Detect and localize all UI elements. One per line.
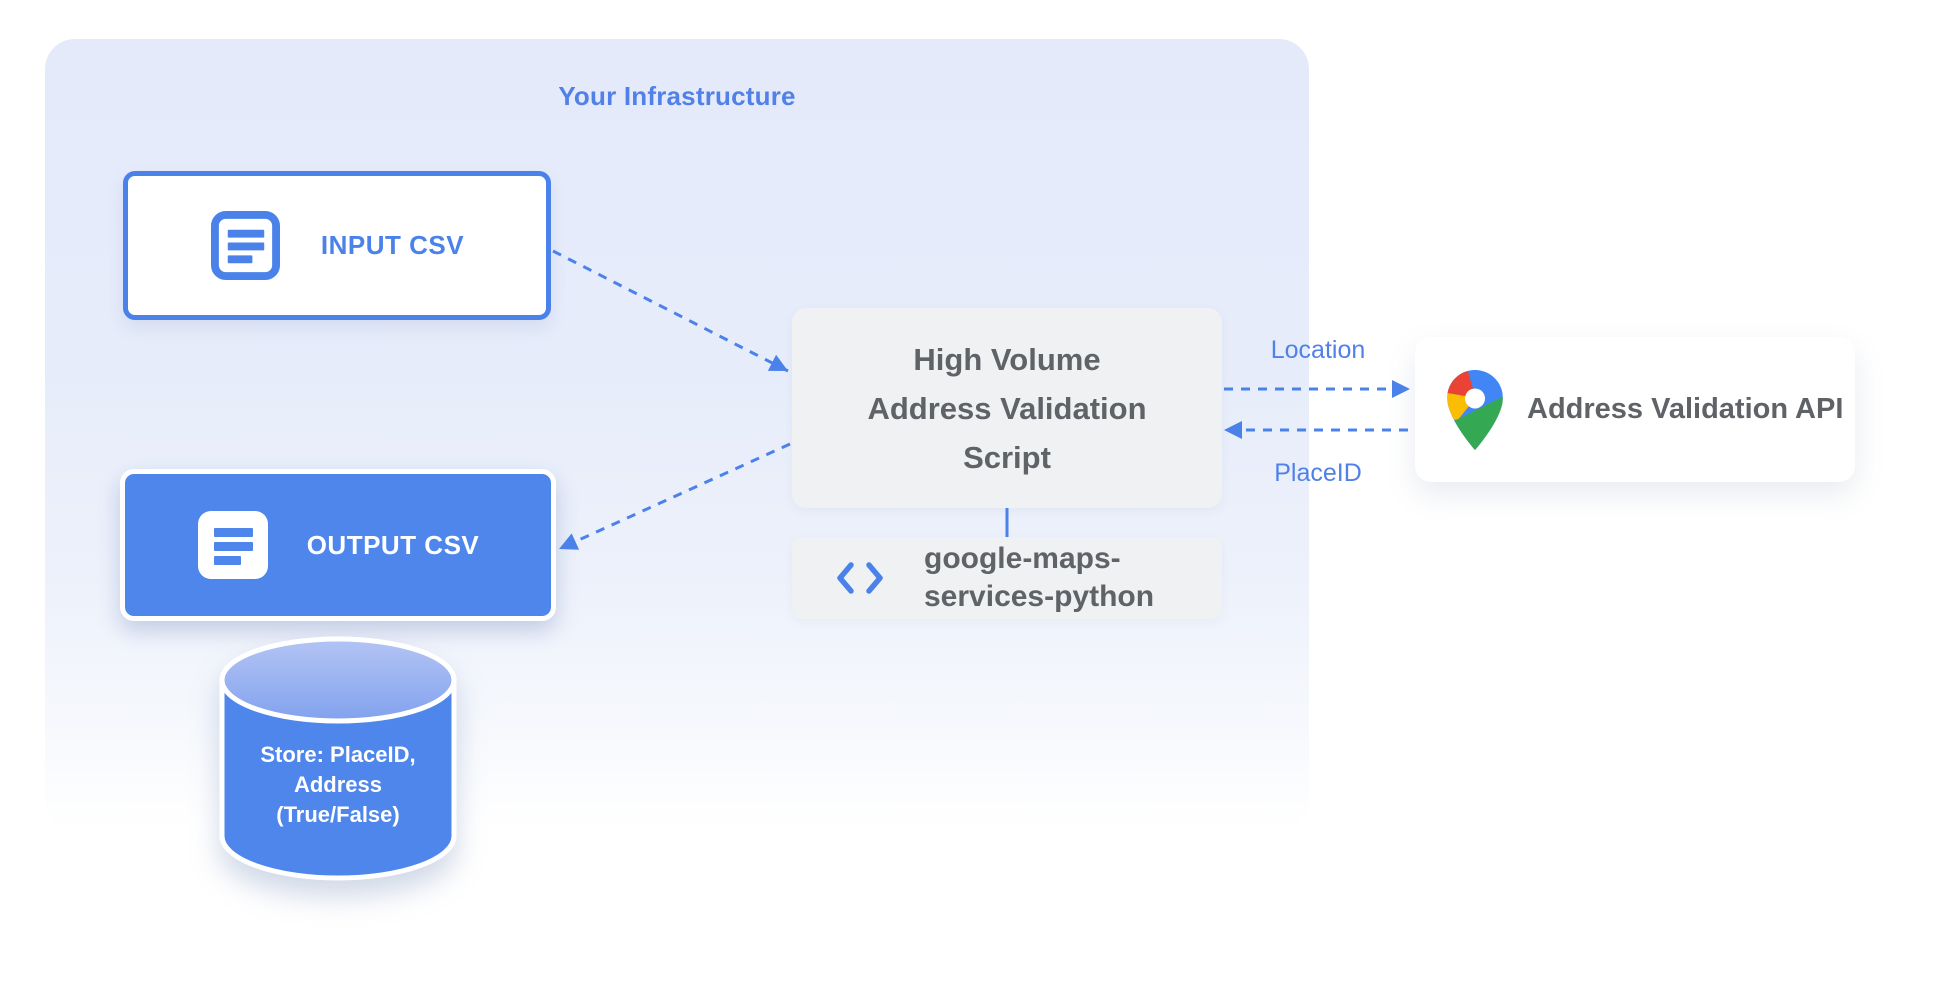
- library-node: google-maps- services-python: [792, 537, 1222, 619]
- code-brackets-icon: [837, 562, 883, 594]
- document-list-icon: [210, 210, 280, 281]
- output-csv-node: OUTPUT CSV: [120, 469, 556, 621]
- input-csv-node: INPUT CSV: [123, 171, 551, 320]
- google-maps-pin-icon: [1447, 369, 1503, 450]
- infrastructure-title: Your Infrastructure: [558, 81, 796, 111]
- location-edge-label: Location: [1270, 336, 1366, 364]
- datastore-node: Store: PlaceID, Address (True/False): [219, 636, 457, 886]
- output-csv-label: OUTPUT CSV: [306, 529, 480, 560]
- datastore-label: Store: PlaceID, Address (True/False): [260, 742, 416, 827]
- api-label: Address Validation API: [1527, 393, 1844, 425]
- api-node: Address Validation API: [1415, 337, 1855, 482]
- script-node: High Volume Address Validation Script: [792, 308, 1222, 508]
- input-csv-label: INPUT CSV: [320, 230, 465, 260]
- library-label: google-maps- services-python: [924, 542, 1155, 613]
- document-list-icon: [197, 511, 268, 579]
- database-cylinder: [219, 636, 457, 881]
- placeid-edge-label: PlaceID: [1274, 459, 1362, 487]
